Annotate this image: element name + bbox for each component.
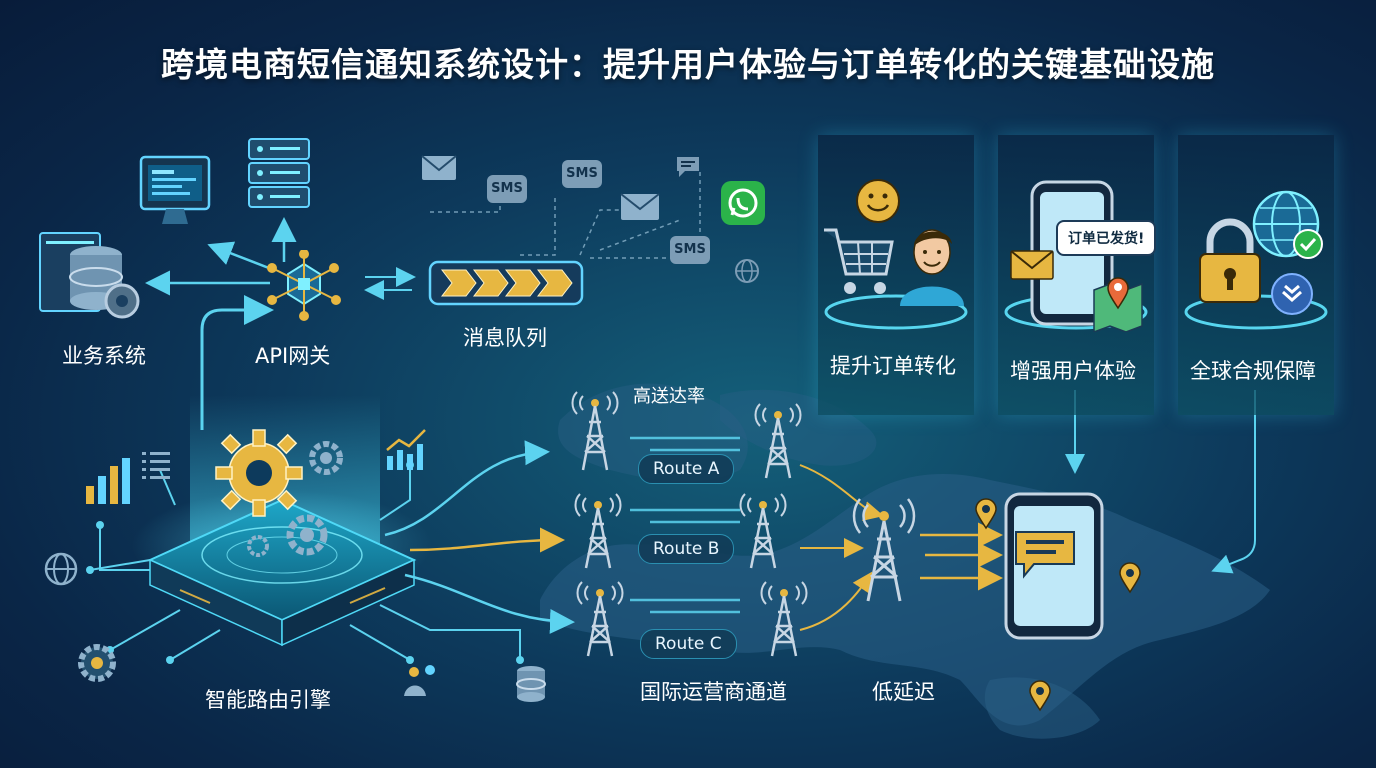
business-system-label: 业务系统 — [62, 344, 146, 368]
route-c-pill: Route C — [640, 629, 737, 659]
sms-bubble-3: SMS — [670, 236, 710, 264]
whatsapp-icon — [721, 181, 765, 225]
envelope-icon — [421, 155, 457, 180]
sms-bubble-2: SMS — [562, 160, 602, 188]
monitor-icon — [139, 155, 211, 224]
low-latency-label: 低延迟 — [872, 680, 935, 704]
benefit-panel-conversion — [818, 135, 974, 415]
location-pin-icon-1 — [975, 498, 997, 530]
shipped-notification-bubble: 订单已发货! — [1056, 220, 1157, 256]
gear-blue-icon-2 — [286, 514, 328, 556]
carrier-channels-label: 国际运营商通道 — [640, 680, 787, 704]
people-map-icon — [404, 665, 435, 696]
trend-chart-icon — [386, 429, 426, 470]
gear-blue-icon — [309, 441, 343, 475]
location-pin-icon-2 — [1119, 562, 1141, 594]
api-gateway-icon — [267, 250, 341, 321]
message-bubble-icon — [1015, 531, 1075, 579]
api-gateway-label: API网关 — [255, 344, 331, 368]
server-icon — [248, 138, 310, 208]
route-b-pill: Route B — [638, 534, 735, 564]
smiley-icon — [856, 179, 900, 223]
central-tower-icon — [852, 498, 916, 602]
padlock-icon — [1199, 218, 1261, 303]
benefit-label-experience: 增强用户体验 — [1010, 359, 1136, 383]
globe-small-icon — [735, 259, 759, 283]
bar-chart-icon — [86, 458, 130, 504]
route-a-pill: Route A — [638, 454, 735, 484]
user-avatar-icon — [900, 229, 964, 306]
database-small-icon — [516, 666, 546, 702]
database-icon — [39, 232, 140, 319]
benefit-label-conversion: 提升订单转化 — [830, 354, 956, 378]
envelope-gold-icon — [1010, 250, 1054, 280]
settings-gear-icon — [78, 644, 116, 682]
sms-bubble-1: SMS — [487, 175, 527, 203]
location-pin-icon-3 — [1029, 680, 1051, 712]
gear-gold-icon — [215, 429, 303, 517]
tower-icon-c2 — [760, 581, 808, 657]
tower-icon-b2 — [739, 493, 787, 569]
message-queue-label: 消息队列 — [463, 326, 547, 350]
map-pin-icon — [1093, 277, 1143, 332]
benefit-label-compliance: 全球合规保障 — [1190, 359, 1316, 383]
routing-engine-label: 智能路由引擎 — [205, 688, 331, 712]
list-icon — [142, 452, 170, 479]
message-queue-icon — [428, 260, 584, 306]
shield-icon — [1271, 273, 1313, 315]
tower-icon-a2 — [754, 403, 802, 479]
tower-icon-a1 — [571, 391, 619, 471]
shopping-cart-icon — [824, 228, 894, 294]
tower-icon-c1 — [576, 581, 624, 657]
page-title: 跨境电商短信通知系统设计：提升用户体验与订单转化的关键基础设施 — [161, 45, 1215, 84]
high-delivery-label: 高送达率 — [633, 386, 705, 407]
globe-icon — [44, 552, 78, 586]
chat-icon — [677, 157, 699, 177]
envelope-icon-2 — [620, 193, 660, 220]
tower-icon-b1 — [574, 493, 622, 569]
gear-small-icon — [247, 535, 269, 557]
check-badge-icon — [1293, 229, 1323, 259]
